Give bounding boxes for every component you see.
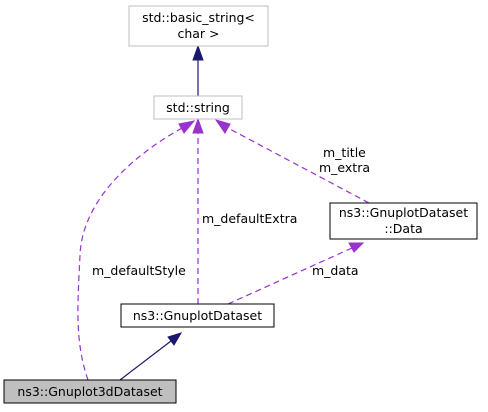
- edge-label-m-defaultExtra: m_defaultExtra: [202, 211, 297, 226]
- edge-dataset-to-string: m_defaultExtra: [192, 117, 297, 304]
- node-gnuplot-dataset-data-label-line2: ::Data: [384, 221, 422, 236]
- node-gnuplot-dataset[interactable]: ns3::GnuplotDataset: [120, 303, 275, 328]
- node-std-string[interactable]: std::string: [153, 95, 243, 120]
- edge-label-m-title: m_title: [323, 145, 366, 160]
- edge-label-m-defaultStyle: m_defaultStyle: [92, 263, 186, 278]
- node-std-basic-string-label-line1: std::basic_string<: [142, 10, 255, 25]
- edge-string-to-basic-string: [192, 44, 204, 96]
- node-std-string-label: std::string: [166, 100, 230, 115]
- node-std-basic-string[interactable]: std::basic_string< char >: [128, 5, 269, 47]
- node-std-basic-string-label-line2: char >: [177, 26, 219, 41]
- edge-dataset-to-data: m_data: [227, 242, 365, 305]
- edge-gnuplot3d-to-dataset: [119, 332, 183, 381]
- node-gnuplot3d-dataset-label: ns3::Gnuplot3dDataset: [17, 384, 162, 399]
- edge-label-m-extra: m_extra: [319, 160, 370, 175]
- edge-label-m-data: m_data: [312, 263, 359, 278]
- node-gnuplot3d-dataset[interactable]: ns3::Gnuplot3dDataset: [3, 379, 177, 404]
- node-gnuplot-dataset-label: ns3::GnuplotDataset: [133, 308, 262, 323]
- edge-gnuplot3d-to-string: m_defaultStyle: [77, 120, 196, 381]
- edge-data-to-string: m_title m_extra: [214, 119, 370, 204]
- node-gnuplot-dataset-data-label-line1: ns3::GnuplotDataset: [339, 205, 468, 220]
- node-gnuplot-dataset-data[interactable]: ns3::GnuplotDataset ::Data: [329, 202, 478, 240]
